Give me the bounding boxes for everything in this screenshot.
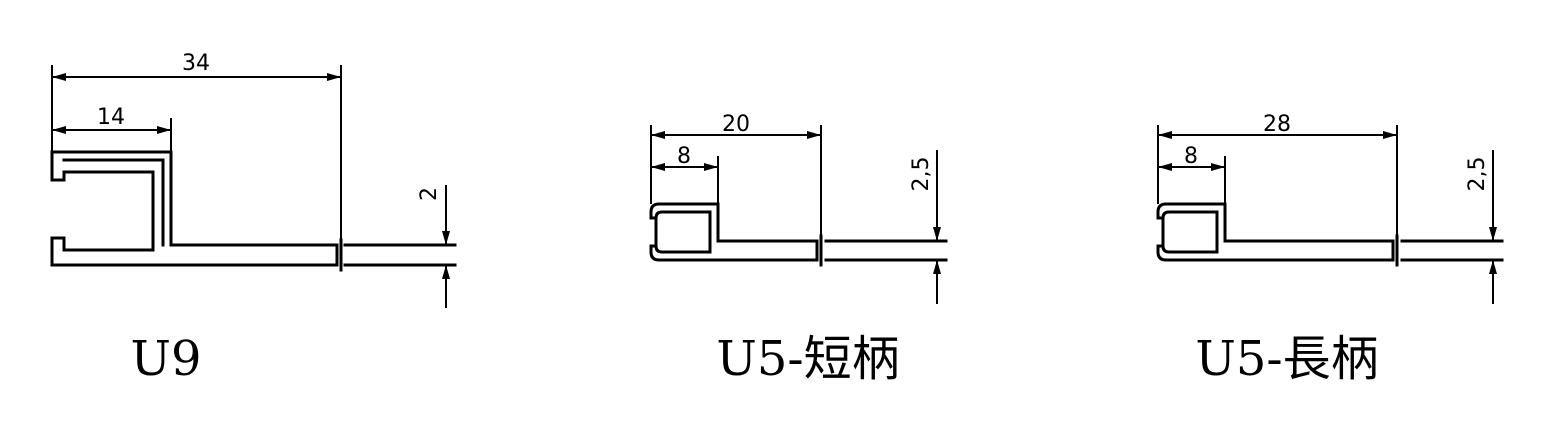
dimension-thickness-u9: 2 xyxy=(417,185,450,308)
dimension-overall-u5-long: 28 xyxy=(1157,112,1398,236)
dimension-label-overall-u5-short: 20 xyxy=(722,112,750,137)
dimension-label-inner-u9: 14 xyxy=(97,105,125,130)
dimension-label-inner-u5-short: 8 xyxy=(677,144,691,169)
dimension-label-overall-u9: 34 xyxy=(182,51,210,76)
profile-u9: 34 14 2 U9 xyxy=(50,51,457,387)
dimension-thickness-u5-short: 2,5 xyxy=(909,150,941,304)
profile-u5-long-outline xyxy=(1156,202,1504,267)
dimension-label-overall-u5-long: 28 xyxy=(1263,112,1291,137)
profile-u9-outline xyxy=(50,150,457,272)
dimension-overall-u5-short: 20 xyxy=(650,112,822,236)
dimension-label-inner-u5-long: 8 xyxy=(1184,144,1198,169)
dimension-label-thickness-u5-long: 2,5 xyxy=(1465,157,1490,192)
dimension-overall-u9: 34 xyxy=(51,51,342,245)
profile-u5-short-outline xyxy=(649,202,948,267)
dimension-label-thickness-u5-short: 2,5 xyxy=(909,157,934,192)
dimension-inner-u5-short: 8 xyxy=(651,144,719,204)
profile-caption-u9: U9 xyxy=(131,331,202,387)
dimension-label-thickness-u9: 2 xyxy=(417,187,442,201)
dimension-inner-u5-long: 8 xyxy=(1158,144,1226,204)
profile-caption-u5-short: U5-短柄 xyxy=(716,331,899,387)
profile-u5-long: 28 8 2,5 U5-長柄 xyxy=(1156,112,1504,387)
profile-caption-u5-long: U5-長柄 xyxy=(1195,331,1378,387)
dimension-inner-u9: 14 xyxy=(52,105,172,152)
profile-u5-short: 20 8 2,5 U5-短柄 xyxy=(649,112,948,387)
dimension-thickness-u5-long: 2,5 xyxy=(1465,150,1497,304)
